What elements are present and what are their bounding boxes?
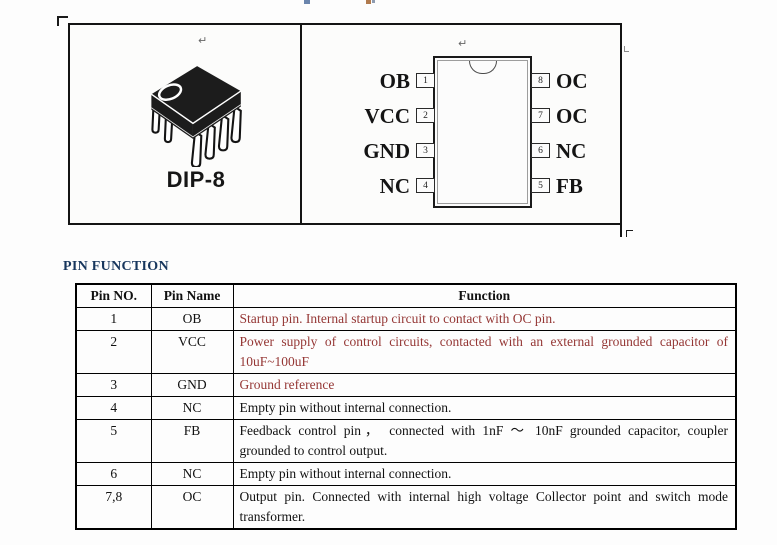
header-function: Function — [232, 283, 737, 308]
pin-4-box: 4 — [416, 178, 435, 193]
pin-function-cell: Empty pin without internal connection. — [232, 396, 737, 420]
pin-name-cell: OB — [150, 307, 234, 331]
pin-function-cell: Power supply of control circuits, contac… — [232, 330, 737, 374]
package-type-label: DIP-8 — [166, 167, 226, 192]
pin-1-label: OB — [379, 69, 410, 93]
pin-name-cell: VCC — [150, 330, 234, 374]
figure-panels: ↵ DI — [68, 23, 622, 225]
panel-border-extension — [620, 225, 622, 237]
pin-no-cell: 4 — [75, 396, 152, 420]
cropped-text-fragment — [372, 0, 375, 3]
pin-7-label: OC — [556, 104, 588, 128]
ic-body-inner-outline — [437, 60, 528, 204]
crop-corner-mark-bottom-right — [626, 230, 633, 237]
pin-function-cell: Feedback control pin， connected with 1nF… — [232, 419, 737, 463]
header-pin-name: Pin Name — [150, 283, 234, 308]
anchor-mark — [624, 46, 629, 52]
pin-no-cell: 5 — [75, 419, 152, 463]
pin-name-cell: NC — [150, 396, 234, 420]
pin-6-box: 6 — [531, 143, 550, 158]
crop-corner-mark-top-left — [57, 16, 68, 26]
ic-body-outline — [433, 56, 532, 208]
pin-5-label: FB — [556, 174, 583, 198]
pin-name-cell: FB — [150, 419, 234, 463]
pin-8-box: 8 — [531, 73, 550, 88]
pin-no-cell: 6 — [75, 462, 152, 486]
pin-no-cell: 3 — [75, 373, 152, 397]
dip8-package-illustration — [150, 66, 242, 167]
pin-function-title: PIN FUNCTION — [63, 259, 169, 274]
cropped-text-fragment — [304, 0, 310, 4]
table-header-row: Pin NO. Pin Name Function — [75, 283, 737, 308]
header-pin-no: Pin NO. — [75, 283, 152, 308]
paragraph-return-mark: ↵ — [198, 34, 208, 47]
pin-no-cell: 2 — [75, 330, 152, 374]
pin-function-cell: Ground reference — [232, 373, 737, 397]
pin-name-cell: NC — [150, 462, 234, 486]
pin-name-cell: OC — [150, 485, 234, 530]
pin-1-box: 1 — [416, 73, 435, 88]
pin-2-label: VCC — [364, 104, 411, 128]
pin-name-cell: GND — [150, 373, 234, 397]
pin-7-box: 7 — [531, 108, 550, 123]
pin-3-label: GND — [363, 139, 410, 163]
package-panel: ↵ DI — [70, 25, 302, 223]
pin-2-box: 2 — [416, 108, 435, 123]
pin-6-label: NC — [556, 139, 587, 163]
pin-no-cell: 1 — [75, 307, 152, 331]
cropped-text-fragment — [366, 0, 371, 4]
pin-function-cell: Output pin. Connected with internal high… — [232, 485, 737, 530]
pin-function-cell: Empty pin without internal connection. — [232, 462, 737, 486]
pin-function-cell: Startup pin. Internal startup circuit to… — [232, 307, 737, 331]
pin-4-label: NC — [379, 174, 410, 198]
paragraph-return-mark: ↵ — [458, 37, 468, 50]
pin-3-box: 3 — [416, 143, 435, 158]
pin-5-box: 5 — [531, 178, 550, 193]
pin-no-cell: 7,8 — [75, 485, 152, 530]
pin-8-label: OC — [556, 69, 588, 93]
